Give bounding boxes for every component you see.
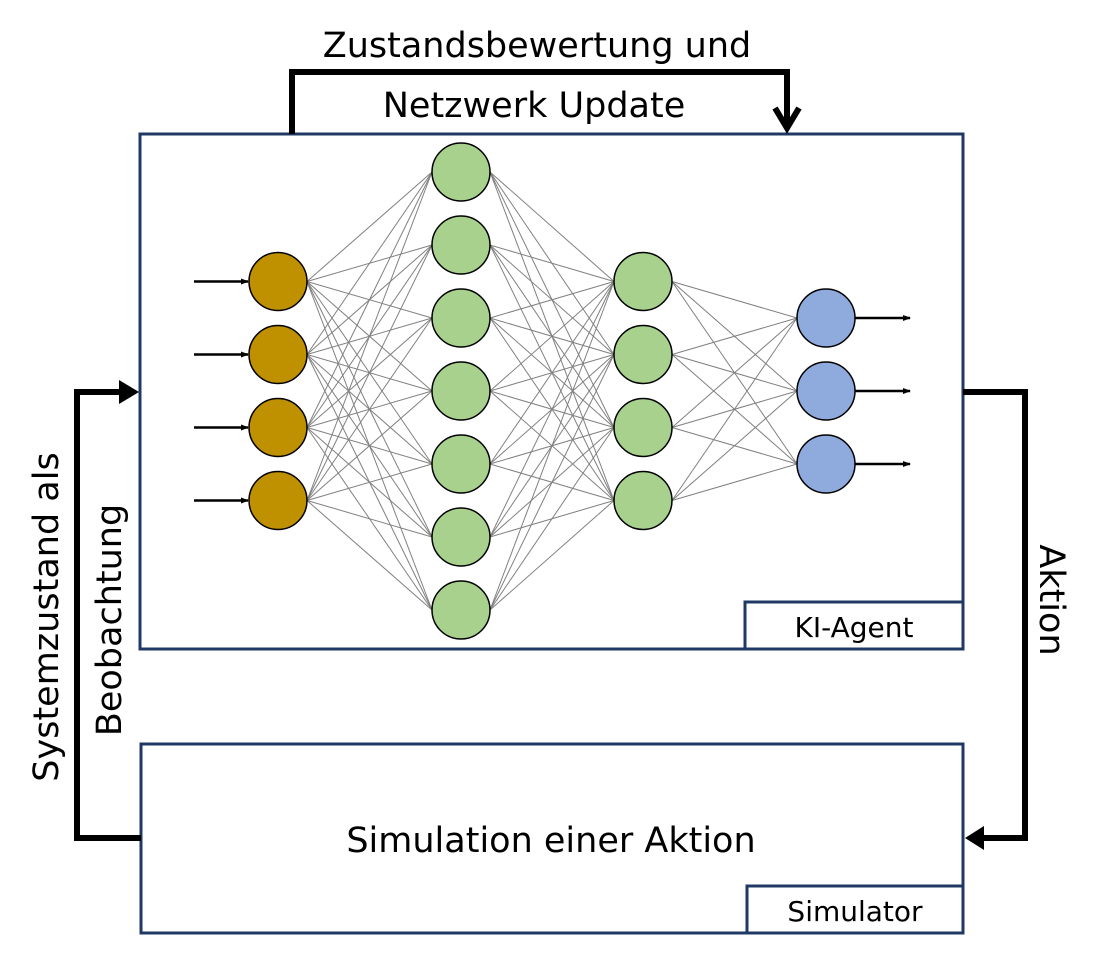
output-node bbox=[796, 361, 856, 421]
network-connections bbox=[306, 171, 798, 611]
connection-line bbox=[671, 317, 798, 501]
connection-line bbox=[489, 281, 615, 319]
hidden-1-node bbox=[431, 361, 491, 421]
connection-line bbox=[306, 390, 433, 501]
top-label-line2: Netzwerk Update bbox=[383, 86, 686, 126]
connection-line bbox=[489, 244, 615, 282]
io-arrows bbox=[194, 278, 911, 504]
hidden-2-node bbox=[613, 324, 673, 385]
connection-line bbox=[306, 244, 433, 501]
left-label-line1: Systemzustand als bbox=[27, 452, 67, 781]
connection-line bbox=[671, 463, 798, 501]
hidden-1-node bbox=[431, 507, 491, 567]
output-node bbox=[796, 288, 856, 348]
simulator-label: Simulator bbox=[787, 895, 923, 928]
top-label-line1: Zustandsbewertung und bbox=[323, 26, 752, 66]
right-label: Aktion bbox=[1031, 544, 1071, 655]
connection-line bbox=[671, 317, 798, 355]
output-node bbox=[796, 434, 856, 494]
input-node bbox=[248, 397, 308, 458]
input-node bbox=[248, 324, 308, 385]
connection-line bbox=[489, 171, 615, 282]
observation-arrow bbox=[74, 380, 141, 841]
input-node bbox=[248, 470, 308, 531]
connection-line bbox=[489, 281, 615, 611]
connection-line bbox=[306, 317, 433, 501]
hidden-1-node bbox=[431, 288, 491, 348]
connection-line bbox=[306, 171, 433, 501]
connection-line bbox=[306, 463, 433, 501]
input-node bbox=[248, 251, 308, 312]
hidden-1-node bbox=[431, 580, 491, 640]
connection-line bbox=[671, 390, 798, 501]
connection-line bbox=[306, 171, 433, 355]
network-update-arrow bbox=[289, 69, 802, 134]
connection-line bbox=[306, 171, 433, 282]
hidden-1-node bbox=[431, 142, 491, 202]
connection-line bbox=[671, 317, 798, 428]
simulator-label-box bbox=[745, 884, 965, 935]
connection-line bbox=[306, 500, 433, 611]
hidden-1-node bbox=[431, 215, 491, 275]
agent-label-box bbox=[743, 600, 965, 651]
left-label-line2: Beobachtung bbox=[90, 504, 130, 736]
simulator-content: Simulation einer Aktion bbox=[346, 821, 755, 861]
connection-line bbox=[306, 500, 433, 538]
action-arrow bbox=[963, 389, 1028, 850]
connection-line bbox=[489, 281, 615, 538]
hidden-2-node bbox=[613, 397, 673, 458]
connection-line bbox=[489, 500, 615, 611]
network-nodes bbox=[248, 142, 856, 640]
connection-line bbox=[489, 427, 615, 611]
connection-line bbox=[671, 281, 798, 319]
connection-line bbox=[489, 281, 615, 465]
connection-line bbox=[489, 281, 615, 392]
hidden-2-node bbox=[613, 251, 673, 312]
connection-line bbox=[489, 354, 615, 611]
hidden-1-node bbox=[431, 434, 491, 494]
connection-line bbox=[306, 171, 433, 428]
hidden-2-node bbox=[613, 470, 673, 531]
agent-label: KI-Agent bbox=[795, 611, 914, 644]
